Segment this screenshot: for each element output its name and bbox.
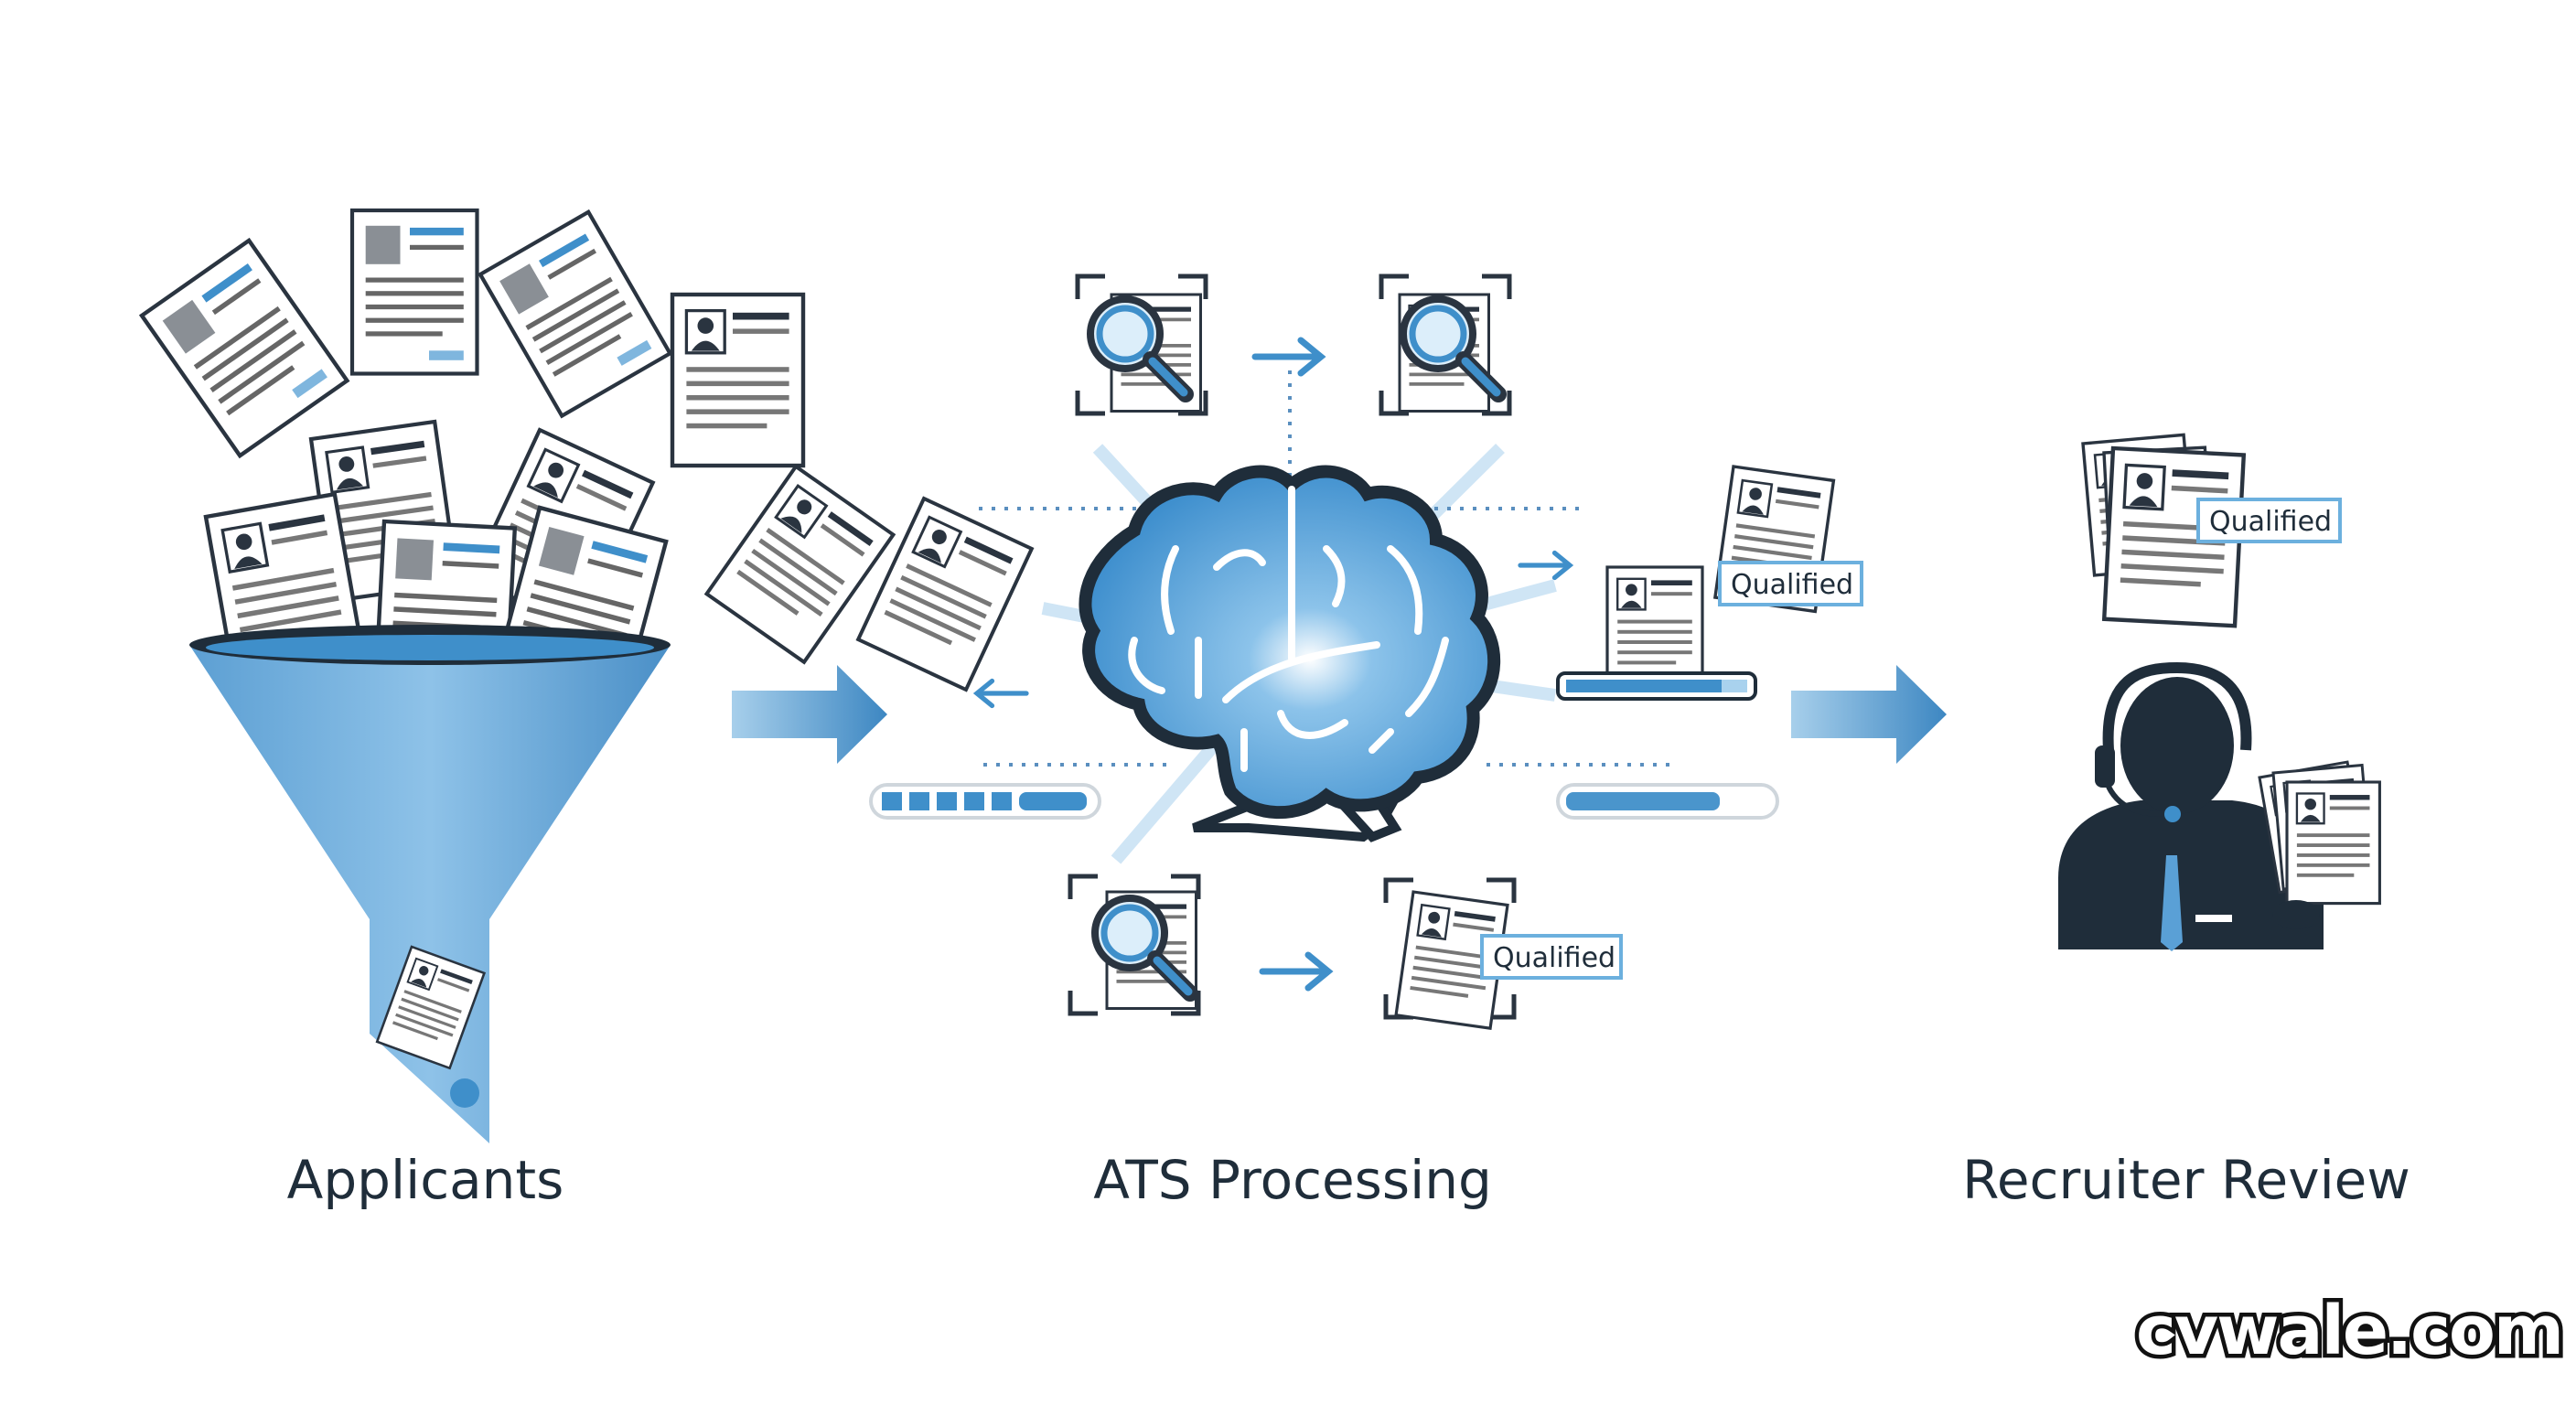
arrow-right-icon bbox=[1791, 665, 1947, 764]
qualified-badge: Qualified bbox=[2196, 498, 2342, 543]
arrow-right-icon bbox=[1255, 340, 1321, 373]
dotted-connectors bbox=[979, 370, 1674, 767]
arrow-left-icon bbox=[977, 681, 1026, 706]
arrow-right-icon bbox=[732, 665, 887, 764]
stage-label-applicants: Applicants bbox=[287, 1149, 564, 1211]
resume-document-icon bbox=[480, 212, 670, 416]
resume-document-icon bbox=[352, 210, 478, 374]
qualified-label: Qualified bbox=[1493, 942, 1615, 974]
progress-bar bbox=[1556, 783, 1779, 820]
qualified-label: Qualified bbox=[2209, 506, 2332, 538]
recruiter-review-graphic: Qualified bbox=[2058, 433, 2381, 951]
watermark-logo: cvwale.com bbox=[2136, 1292, 2562, 1370]
qualified-badge: Qualified bbox=[1718, 561, 1863, 606]
arrow-right-icon bbox=[1520, 553, 1570, 578]
resume-document-icon bbox=[2285, 780, 2381, 906]
qualified-label: Qualified bbox=[1731, 569, 1853, 601]
qualified-badge: Qualified bbox=[1480, 934, 1623, 980]
arrow-right-icon bbox=[1262, 955, 1328, 988]
resume-document-icon bbox=[672, 295, 803, 466]
ats-processing-graphic: Qualified Qualified bbox=[869, 276, 1863, 1030]
funnel-icon bbox=[189, 625, 671, 1143]
progress-bar bbox=[869, 783, 1101, 820]
brain-icon bbox=[1079, 465, 1501, 842]
resume-document-icon bbox=[142, 241, 347, 456]
recruiter-headset-icon bbox=[2058, 661, 2324, 951]
stage-label-recruiter-review: Recruiter Review bbox=[1962, 1149, 2410, 1211]
progress-bar bbox=[1556, 671, 1757, 701]
stage-label-ats-processing: ATS Processing bbox=[1093, 1149, 1492, 1211]
